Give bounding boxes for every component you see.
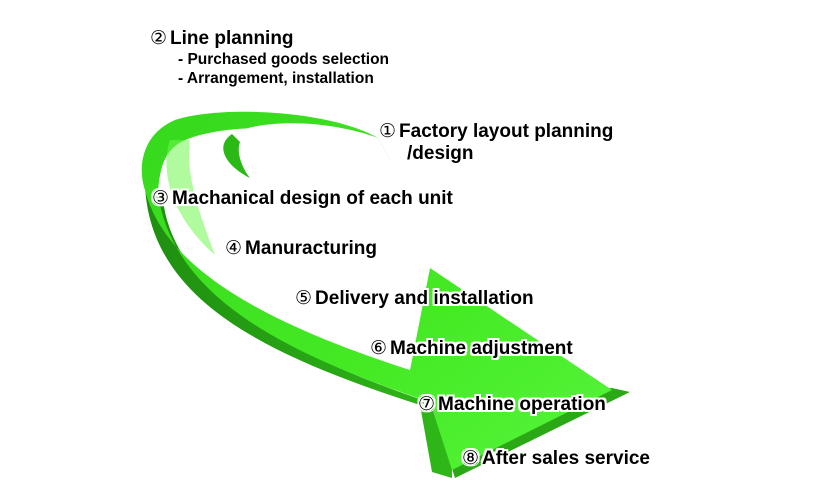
step-4-number: ④ — [225, 238, 243, 259]
step-2-sub-item: - Arrangement, installation — [178, 69, 374, 87]
step-3-number: ③ — [152, 188, 170, 209]
step-1-label: Factory layout planning — [399, 121, 614, 142]
arrow-inner-shadow — [223, 134, 250, 178]
arrow-inner-face — [223, 123, 390, 193]
step-4-label: Manuracturing — [245, 238, 377, 259]
step-7-label: Machine operation — [438, 394, 606, 415]
step-8-label: After sales service — [482, 448, 650, 469]
step-1-number: ① — [379, 121, 397, 142]
step-5-number: ⑤ — [295, 288, 313, 309]
step-5-label: Delivery and installation — [315, 288, 534, 309]
step-2-label: Line planning — [170, 28, 294, 49]
step-1-label-line2: /design — [407, 142, 474, 164]
arrow-top-face — [141, 111, 612, 470]
step-6-number: ⑥ — [370, 338, 388, 359]
step-6-label: Machine adjustment — [390, 338, 573, 359]
step-7-number: ⑦ — [418, 394, 436, 415]
step-3-label: Machanical design of each unit — [172, 188, 453, 209]
arrow-highlight — [166, 140, 215, 255]
step-2-number: ② — [150, 28, 168, 49]
step-8-number: ⑧ — [462, 448, 480, 469]
step-2-sub-item: - Purchased goods selection — [178, 50, 390, 68]
